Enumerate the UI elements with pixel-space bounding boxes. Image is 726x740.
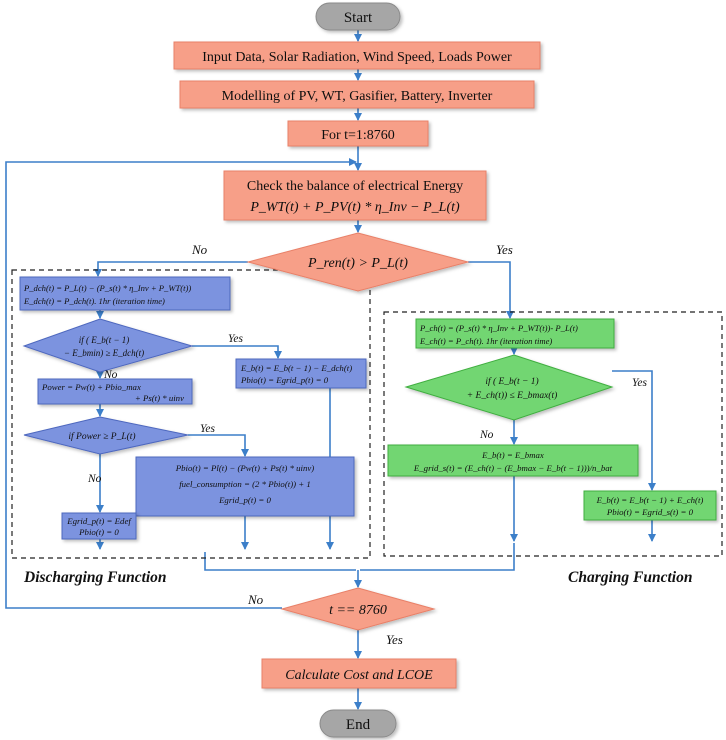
yes-power-label: Yes [200, 423, 215, 435]
cost-box: Calculate Cost and LCOE [261, 658, 457, 689]
decision-ch-line-1: if ( E_b(t − 1) [485, 376, 538, 387]
no-dch-label: No [103, 369, 118, 381]
end-label: End [346, 717, 371, 733]
dch-box: P_dch(t) = P_L(t) − (P_s(t) * η_Inv + P_… [19, 276, 231, 311]
dch-line-2: E_dch(t) = P_dch(t). 1hr (iteration time… [23, 296, 165, 306]
decision-ch-line-2: + E_ch(t)) ≤ E_bmax(t) [467, 390, 558, 401]
decision-power-label: if Power ≥ P_L(t) [68, 431, 135, 442]
cost-label: Calculate Cost and LCOE [285, 668, 433, 683]
egrid-box: Egrid_p(t) = Edef Pbio(t) = 0 [61, 512, 137, 540]
arrow-dch-yes [192, 345, 282, 359]
power-line-2: + Ps(t) * uinv [135, 393, 184, 403]
pbio-line-2: fuel_consumption = (2 * Pbio(t)) + 1 [179, 479, 311, 489]
ebmax-line-2: E_grid_s(t) = (E_ch(t) − (E_bmax − E_b(t… [413, 463, 613, 473]
arrow-ch-yes [612, 370, 656, 491]
decision-main-label: P_ren(t) > P_L(t) [307, 256, 408, 271]
discharging-region [11, 269, 371, 559]
decision-dch-line-1: if ( E_b(t − 1) [79, 335, 130, 345]
connectors [5, 30, 656, 710]
decision-dch-line-2: − E_bmin) ≥ E_dch(t) [64, 348, 144, 358]
modelling-label: Modelling of PV, WT, Gasifier, Battery, … [222, 89, 493, 104]
arrow-decision-no [94, 261, 248, 277]
egrid-line-1: Egrid_p(t) = Edef [66, 516, 132, 526]
no-ch-label: No [479, 429, 494, 441]
merge-charging [360, 543, 515, 571]
start-node: Start [315, 2, 401, 31]
no-main-label: No [191, 242, 208, 257]
input-box: Input Data, Solar Radiation, Wind Speed,… [173, 41, 541, 70]
balance-equation: P_WT(t) + P_PV(t) * η_Inv − P_L(t) [249, 200, 460, 215]
decision-ch: if ( E_b(t − 1) + E_ch(t)) ≤ E_bmax(t) [404, 354, 614, 421]
charging-region [383, 311, 723, 557]
modelling-box: Modelling of PV, WT, Gasifier, Battery, … [179, 80, 535, 109]
eb-dch-line-1: E_b(t) = E_b(t − 1) − E_dch(t) [240, 363, 352, 373]
ch-line-1: P_ch(t) = (P_s(t) * η_Inv + P_WT(t))- P_… [419, 323, 578, 333]
eb-ch-line-1: E_b(t) = E_b(t − 1) + E_ch(t) [596, 495, 704, 505]
end-node: End [319, 709, 397, 738]
decision-power: if Power ≥ P_L(t) [23, 416, 189, 455]
decision-end-label: t == 8760 [329, 603, 387, 618]
egrid-line-2: Pbio(t) = 0 [78, 527, 119, 537]
eb-dch-line-2: Pbio(t) = Egrid_p(t) = 0 [240, 375, 329, 385]
yes-dch-label: Yes [228, 333, 243, 345]
arrow-power-yes [188, 434, 249, 457]
merge-discharging [204, 552, 356, 571]
arrow-decision-yes [468, 261, 514, 319]
eb-ch-box: E_b(t) = E_b(t − 1) + E_ch(t) Pbio(t) = … [583, 490, 717, 521]
eb-dch-box: E_b(t) = E_b(t − 1) − E_dch(t) Pbio(t) =… [235, 358, 367, 389]
no-power-label: No [87, 473, 102, 485]
balance-title: Check the balance of electrical Energy [247, 179, 463, 194]
decision-end: t == 8760 [280, 587, 436, 631]
ebmax-box: E_b(t) = E_bmax E_grid_s(t) = (E_ch(t) −… [387, 444, 639, 477]
pbio-box: Pbio(t) = Pl(t) − (Pw(t) + Ps(t) * uinv)… [135, 456, 355, 517]
discharging-caption: Discharging Function [23, 569, 167, 586]
pbio-line-1: Pbio(t) = Pl(t) − (Pw(t) + Ps(t) * uinv) [175, 463, 315, 473]
loop-box: For t=1:8760 [287, 120, 429, 147]
no-end-label: No [247, 592, 264, 607]
yes-end-label: Yes [386, 632, 403, 647]
ch-box: P_ch(t) = (P_s(t) * η_Inv + P_WT(t))- P_… [415, 318, 615, 349]
power-line-1: Power = Pw(t) + Pbio_max [41, 382, 141, 392]
start-label: Start [344, 10, 373, 26]
ch-line-2: E_ch(t) = P_ch(t). 1hr (iteration time) [419, 336, 552, 346]
balance-box: Check the balance of electrical Energy P… [223, 170, 487, 221]
charging-caption: Charging Function [568, 569, 692, 586]
yes-ch-label: Yes [632, 377, 647, 389]
dch-line-1: P_dch(t) = P_L(t) − (P_s(t) * η_Inv + P_… [23, 283, 191, 293]
pbio-line-3: Egrid_p(t) = 0 [218, 495, 271, 505]
decision-dch: if ( E_b(t − 1) − E_bmin) ≥ E_dch(t) [22, 318, 194, 373]
loop-label: For t=1:8760 [321, 128, 395, 143]
yes-main-label: Yes [496, 242, 513, 257]
eb-ch-line-2: Pbio(t) = Egrid_s(t) = 0 [606, 507, 694, 517]
power-box: Power = Pw(t) + Pbio_max + Ps(t) * uinv [37, 378, 193, 405]
decision-main: P_ren(t) > P_L(t) [246, 232, 470, 292]
arrow-loop-back [5, 158, 357, 609]
ebmax-line-1: E_b(t) = E_bmax [481, 450, 544, 460]
input-label: Input Data, Solar Radiation, Wind Speed,… [202, 50, 512, 65]
